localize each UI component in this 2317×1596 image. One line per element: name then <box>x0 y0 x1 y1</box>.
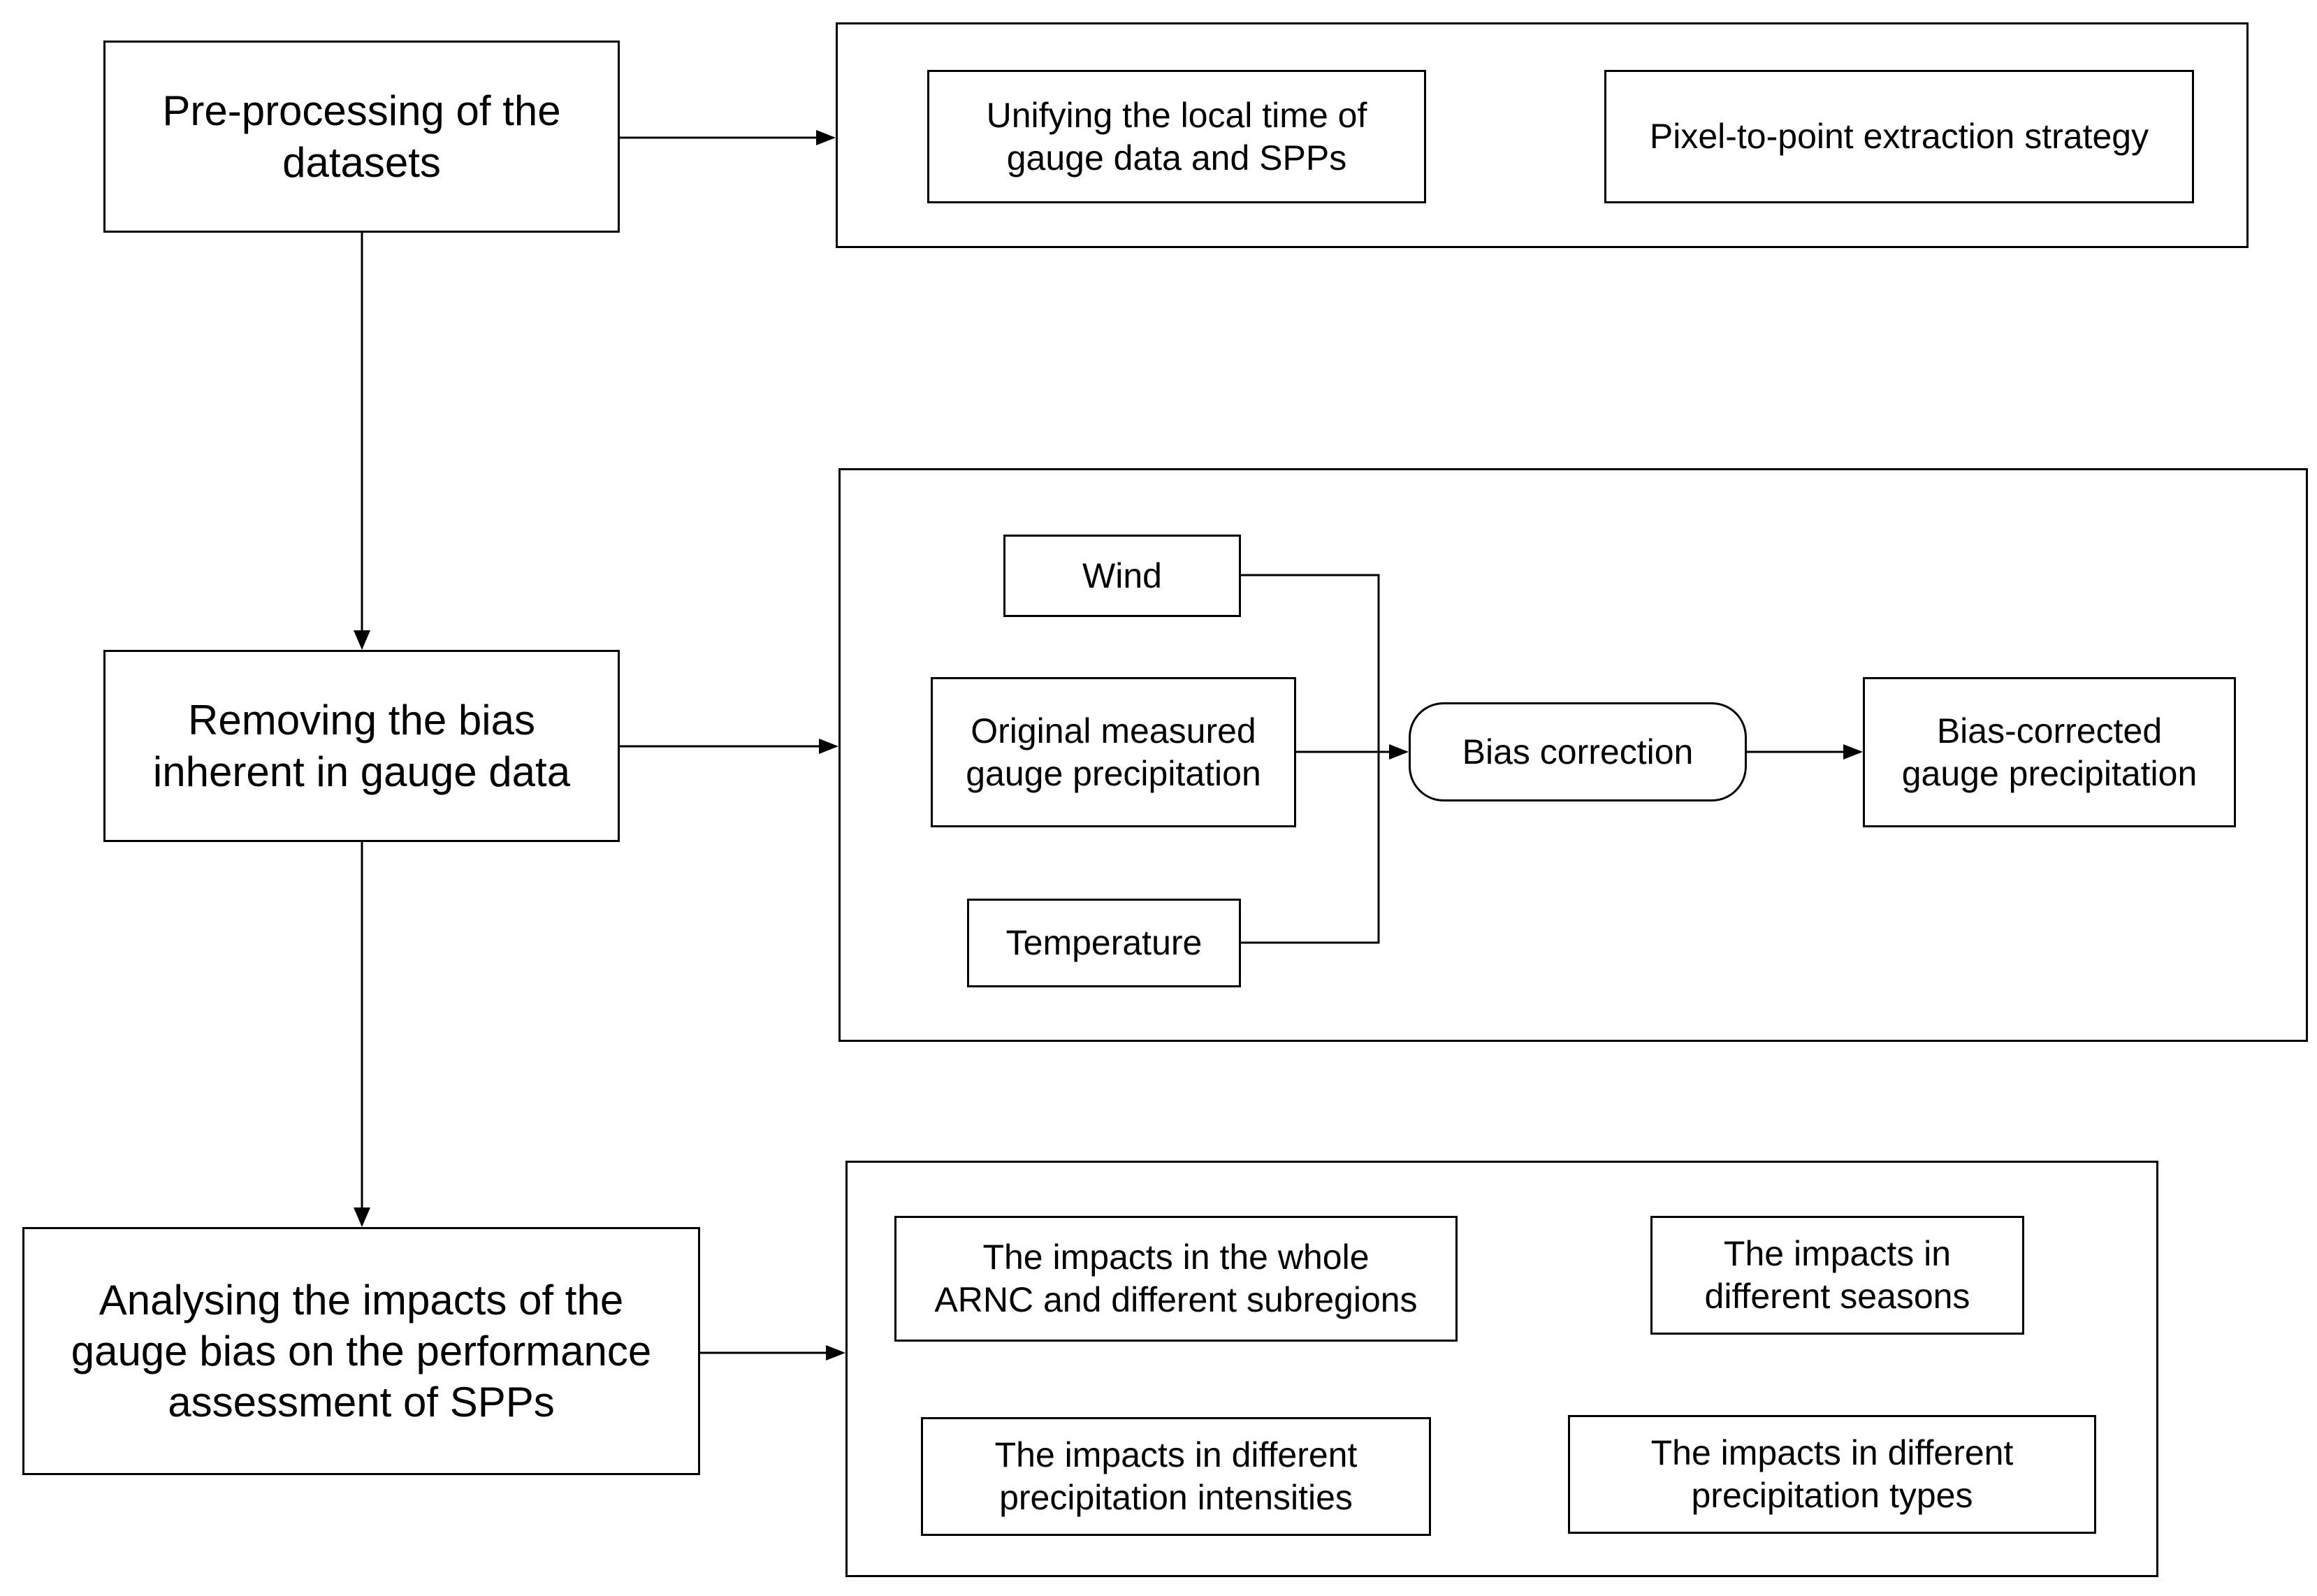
box-original-precipitation-label: Original measured gauge precipitation <box>966 711 1261 793</box>
arrowhead-pre-to-bias <box>354 630 370 650</box>
box-bias-correction-label: Bias correction <box>1462 732 1694 771</box>
box-pixel-to-point: Pixel-to-point extraction strategy <box>1604 70 2194 203</box>
arrowhead-correction-to-corrected <box>1843 744 1863 760</box>
step-analysing-label: Analysing the impacts of the gauge bias … <box>71 1276 652 1426</box>
arrowhead-bias-to-analysing <box>354 1207 370 1227</box>
step-removing-bias-label: Removing the bias inherent in gauge data <box>152 697 571 795</box>
step-analysing: Analysing the impacts of the gauge bias … <box>22 1227 700 1475</box>
step-removing-bias: Removing the bias inherent in gauge data <box>103 650 620 842</box>
step-preprocessing: Pre-processing of the datasets <box>103 41 620 233</box>
box-impacts-types-label: The impacts in different precipitation t… <box>1650 1433 2014 1515</box>
box-original-precipitation: Original measured gauge precipitation <box>931 677 1296 827</box>
group-bias-correction <box>838 468 2308 1042</box>
box-pixel-to-point-label: Pixel-to-point extraction strategy <box>1649 117 2149 156</box>
box-impacts-seasons: The impacts in different seasons <box>1650 1216 2024 1335</box>
box-bias-corrected-precipitation-label: Bias-corrected gauge precipitation <box>1901 711 2198 793</box>
box-bias-corrected-precipitation: Bias-corrected gauge precipitation <box>1863 677 2236 827</box>
step-preprocessing-label: Pre-processing of the datasets <box>162 87 561 186</box>
arrowhead-bias-to-group <box>819 739 838 754</box>
box-impacts-types: The impacts in different precipitation t… <box>1568 1415 2096 1534</box>
wire-wind <box>1241 574 1380 944</box>
arrowhead-pre-to-group <box>816 130 836 145</box>
box-wind: Wind <box>1003 535 1241 617</box>
box-impacts-whole-arnc-label: The impacts in the whole ARNC and differ… <box>934 1238 1418 1319</box>
box-temperature: Temperature <box>967 899 1241 987</box>
arrowhead-original-to-correction <box>1389 744 1409 760</box>
box-impacts-seasons-label: The impacts in different seasons <box>1704 1234 1970 1316</box>
box-temperature-label: Temperature <box>1005 923 1203 962</box>
arrowhead-analysing-to-group <box>826 1345 845 1361</box>
box-wind-label: Wind <box>1082 556 1162 595</box>
box-impacts-intensities: The impacts in different precipitation i… <box>921 1417 1431 1536</box>
box-impacts-whole-arnc: The impacts in the whole ARNC and differ… <box>894 1216 1458 1342</box>
box-impacts-intensities-label: The impacts in different precipitation i… <box>994 1435 1358 1517</box>
box-bias-correction: Bias correction <box>1409 702 1747 801</box>
box-unify-time: Unifying the local time of gauge data an… <box>927 70 1426 203</box>
box-unify-time-label: Unifying the local time of gauge data an… <box>986 95 1367 177</box>
group-impacts <box>845 1161 2158 1577</box>
group-preprocessing <box>836 22 2249 248</box>
